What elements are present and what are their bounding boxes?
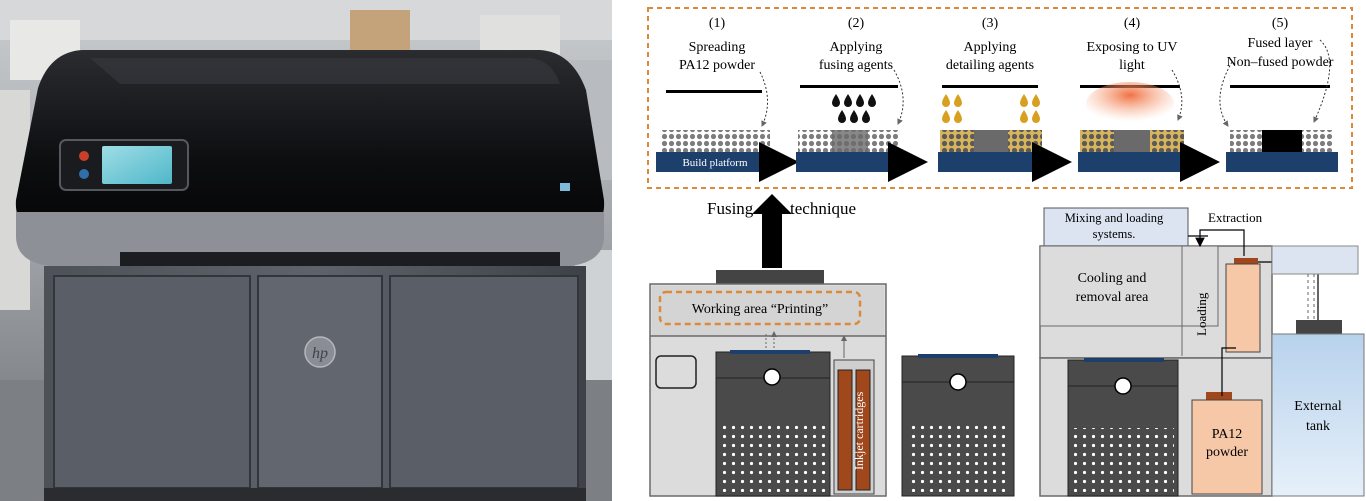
step-4: (4) Exposing to UV light bbox=[1078, 16, 1188, 172]
powder-layer bbox=[660, 130, 770, 152]
hp-logo: hp bbox=[312, 345, 328, 362]
diagram-canvas: (1) Spreading PA12 powder Build platform… bbox=[647, 7, 1365, 497]
mixing-line1: Mixing and loading bbox=[1065, 211, 1164, 225]
step-2-line1: Applying bbox=[830, 40, 883, 55]
uv-light-glow bbox=[1086, 82, 1174, 126]
step-4-line1: Exposing to UV bbox=[1087, 40, 1178, 55]
step-2-number: (2) bbox=[848, 16, 865, 31]
cooling-line1: Cooling and bbox=[1078, 271, 1147, 286]
fusing-word2: technique bbox=[790, 199, 856, 218]
mixing-line2: systems. bbox=[1093, 227, 1136, 241]
step-4-line2: light bbox=[1119, 58, 1145, 73]
step-2-line2: fusing agents bbox=[819, 58, 893, 73]
extraction-label: Extraction bbox=[1208, 210, 1263, 225]
printer-photo: hp bbox=[0, 0, 612, 501]
detailing-agent-drops bbox=[942, 94, 1040, 123]
fused-layer bbox=[1262, 130, 1302, 152]
build-platform-label: Build platform bbox=[682, 157, 748, 169]
processing-station: Mixing and loading systems. Extraction C… bbox=[1039, 207, 1365, 497]
loading-label: Loading bbox=[1194, 292, 1209, 336]
printer-unit: Working area “Printing” Inkjet cartridge… bbox=[649, 270, 887, 497]
step-3-line2: detailing agents bbox=[946, 58, 1034, 73]
step-5: (5) Fused layer Non–fused powder bbox=[1219, 16, 1338, 172]
step-3-number: (3) bbox=[982, 16, 999, 31]
inkjet-label: Inkjet cartridges bbox=[852, 391, 866, 470]
step-1-number: (1) bbox=[709, 16, 726, 31]
working-area-label: Working area “Printing” bbox=[692, 302, 829, 317]
tank-line1: External bbox=[1294, 399, 1342, 414]
working-area-frame bbox=[658, 290, 862, 326]
step-4-number: (4) bbox=[1124, 16, 1141, 31]
step-2: (2) Applying fusing agents bbox=[796, 16, 904, 172]
build-unit bbox=[901, 354, 1015, 497]
process-diagram: (1) Spreading PA12 powder Build platform… bbox=[612, 0, 1366, 501]
build-platform bbox=[656, 152, 774, 172]
printer-illustration: hp bbox=[0, 0, 612, 501]
process-steps-frame bbox=[647, 7, 1353, 189]
step-1-line1: Spreading bbox=[689, 40, 746, 55]
tank-line2: tank bbox=[1306, 419, 1330, 434]
step-5-line2: Non–fused powder bbox=[1227, 55, 1334, 70]
powder-line1: PA12 bbox=[1212, 427, 1243, 442]
step-5-number: (5) bbox=[1272, 16, 1289, 31]
up-arrow bbox=[752, 194, 792, 268]
fusing-word1: Fusing bbox=[707, 199, 754, 218]
step-3-line1: Applying bbox=[964, 40, 1017, 55]
step-5-line1: Fused layer bbox=[1248, 36, 1313, 51]
cooling-line2: removal area bbox=[1076, 290, 1149, 305]
fusing-agent-drops bbox=[832, 94, 876, 123]
step-3: (3) Applying detailing agents bbox=[938, 16, 1046, 172]
step-1-line2: PA12 powder bbox=[679, 58, 755, 73]
step-1: (1) Spreading PA12 powder Build platform bbox=[656, 16, 774, 172]
powder-line2: powder bbox=[1206, 445, 1248, 460]
